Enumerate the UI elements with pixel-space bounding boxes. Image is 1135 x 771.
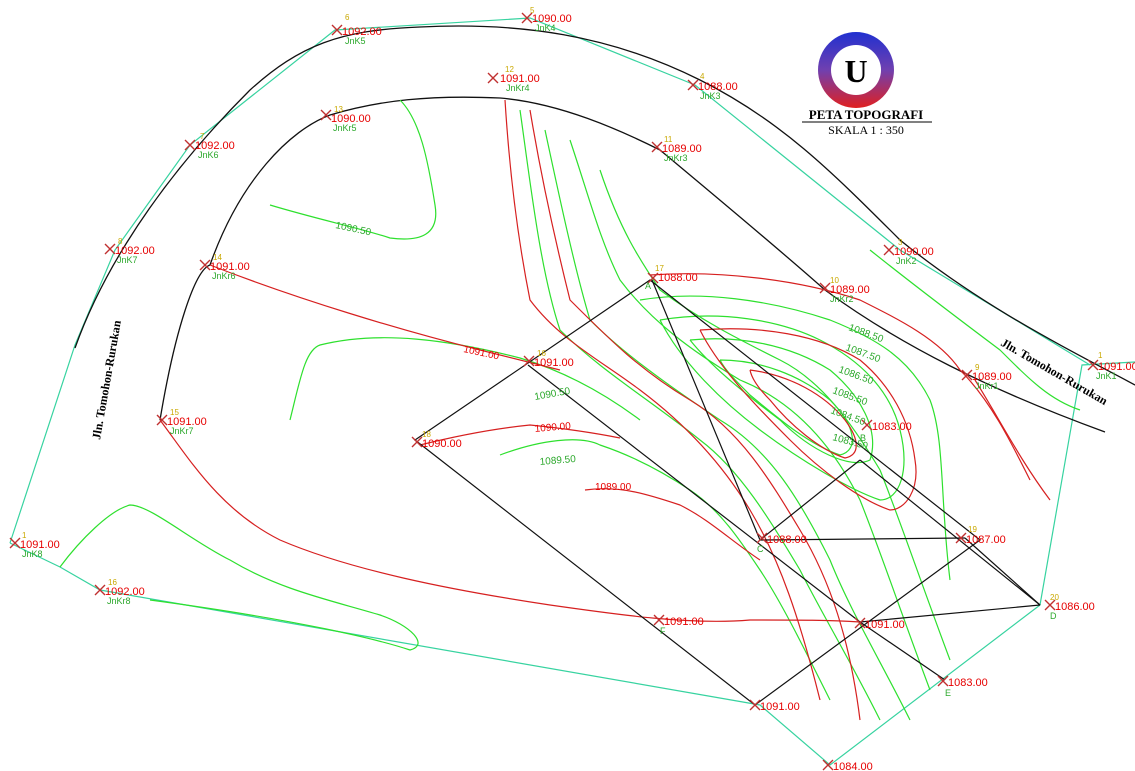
contour-label: 1091.00 [462, 344, 500, 362]
point-code: JnKr5 [333, 123, 357, 133]
point-num: 1 [22, 531, 27, 540]
point-elevation: 1091.00 [210, 261, 250, 273]
university-logo: U [818, 32, 894, 108]
contour-label: 1089.50 [539, 454, 576, 468]
point-num: 13 [334, 105, 343, 114]
point-elevation: 1087.00 [966, 534, 1006, 546]
point-elevation: 1088.00 [698, 81, 738, 93]
site-boundary [9, 17, 1135, 766]
point-num: 20 [1050, 593, 1059, 602]
point-elevation: 1091.00 [865, 619, 905, 631]
point-num: 3 [898, 238, 903, 247]
point-elevation: 1091.00 [167, 416, 207, 428]
point-code: JnK8 [22, 549, 43, 559]
point-num: 14 [213, 253, 222, 262]
point-num: 12 [505, 65, 514, 74]
grid-lines [413, 279, 1041, 706]
point-code: JnK7 [117, 255, 138, 265]
road-edges [74, 25, 1135, 433]
contour-label: 1089.00 [595, 482, 632, 493]
point-num: 5 [530, 6, 535, 15]
point-elevation: 1092.00 [342, 26, 382, 38]
point-elevation: 1086.00 [1055, 601, 1095, 613]
point-code: JnK6 [198, 150, 219, 160]
point-num: 15 [170, 408, 179, 417]
green-contours [59, 99, 1081, 721]
point-code: JnK2 [896, 256, 917, 266]
red-contours [159, 99, 1051, 721]
contour-label: 1085.50 [831, 385, 869, 408]
point-num: 16 [537, 349, 546, 358]
point-elevation: 1092.00 [115, 245, 155, 257]
point-elevation: 1092.00 [195, 140, 235, 152]
point-num: 8 [118, 237, 123, 246]
point-elevation: 1091.00 [534, 357, 574, 369]
point-code: JnKr3 [664, 153, 688, 163]
point-elevation: 1092.00 [105, 586, 145, 598]
point-num: 16 [108, 578, 117, 587]
point-num: 11 [664, 135, 673, 144]
point-code: JnKr2 [830, 294, 854, 304]
point-elevation: 1090.00 [894, 246, 934, 258]
point-num: 1 [1098, 351, 1103, 360]
contour-label: 1090.50 [334, 220, 372, 238]
point-elevation: 1091.00 [760, 701, 800, 713]
point-code: B [860, 433, 866, 443]
point-code: JnK5 [345, 36, 366, 46]
point-labels: 6 1092.00 JnK5 5 1090.00 JnK4 12 1091.00… [20, 6, 1135, 771]
point-code: JnK4 [535, 23, 556, 33]
map-title: PETA TOPOGRAFI [809, 107, 924, 122]
point-elevation: 1090.00 [422, 438, 462, 450]
point-elevation: 1091.00 [1098, 361, 1135, 373]
point-code: JnK1 [1096, 371, 1117, 381]
road-label-left: Jln. Tomohon-Rurukan [89, 319, 124, 441]
point-num: 9 [975, 363, 980, 372]
point-elevation: 1090.00 [532, 13, 572, 25]
point-elevation: 1090.00 [331, 113, 371, 125]
point-code: JnKr7 [170, 426, 194, 436]
point-code: E [945, 688, 951, 698]
point-elevation: 1084.00 [833, 761, 873, 771]
point-code: A [645, 281, 651, 291]
point-elevation: 1083.00 [872, 421, 912, 433]
point-code: JnKr1 [975, 381, 999, 391]
point-num: 17 [655, 264, 664, 273]
point-elevation: 1088.00 [767, 534, 807, 546]
point-elevation: 1091.00 [20, 539, 60, 551]
point-num: 10 [830, 276, 839, 285]
point-num: 18 [422, 430, 431, 439]
point-code: JnKr8 [107, 596, 131, 606]
point-elevation: 1089.00 [972, 371, 1012, 383]
point-markers [9, 12, 1099, 771]
map-scale: SKALA 1 : 350 [828, 123, 904, 137]
point-elevation: 1088.00 [658, 272, 698, 284]
contour-label: 1090.50 [534, 386, 572, 403]
point-code: JnK3 [700, 91, 721, 101]
point-code: JnKr4 [506, 83, 530, 93]
point-code: JnKr6 [212, 271, 236, 281]
point-code: C [757, 544, 764, 554]
point-elevation: 1091.00 [664, 616, 704, 628]
point-code: D [1050, 611, 1057, 621]
contour-label: 1090.00 [534, 421, 571, 435]
point-code: F [660, 626, 666, 636]
point-num: 7 [200, 132, 205, 141]
point-elevation: 1091.00 [500, 73, 540, 85]
point-elevation: 1089.00 [662, 143, 702, 155]
point-num: 19 [968, 525, 977, 534]
point-num: 6 [345, 13, 350, 22]
point-elevation: 1089.00 [830, 284, 870, 296]
point-num: 4 [700, 72, 705, 81]
point-elevation: 1083.00 [948, 677, 988, 689]
logo-letter: U [844, 53, 867, 89]
